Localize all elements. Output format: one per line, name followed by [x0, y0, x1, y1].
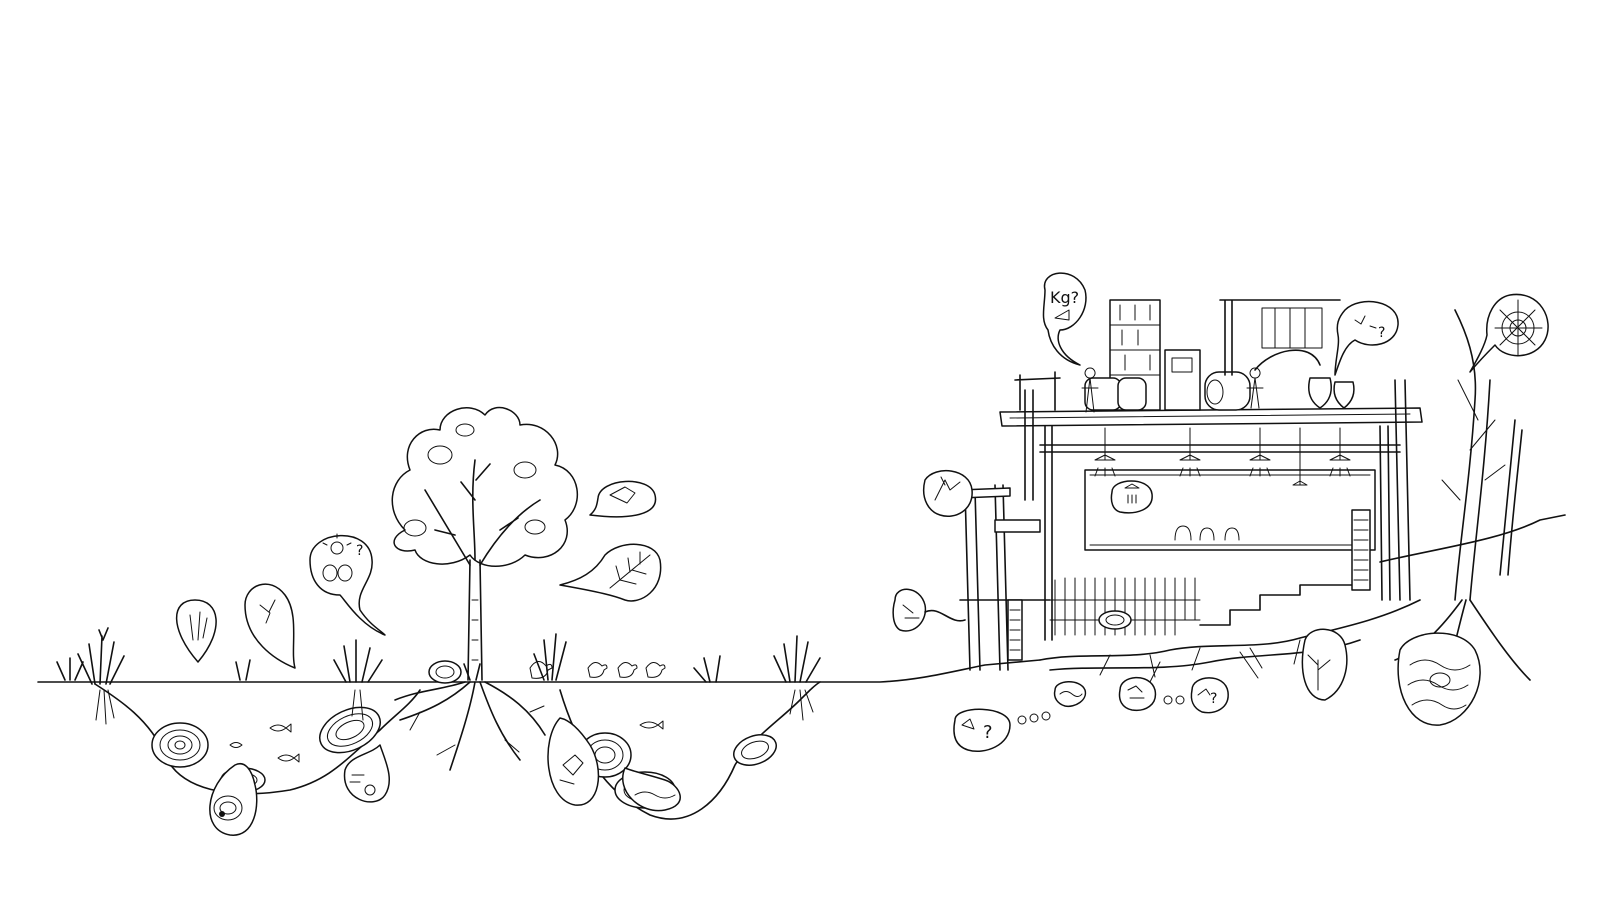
central-tree	[391, 406, 579, 771]
ducks	[529, 661, 666, 679]
thought-bubble-roots-question: ?	[1118, 676, 1229, 714]
bottom-left-question-mark: ?	[983, 722, 993, 743]
thought-bubble-rock	[209, 763, 258, 836]
thought-bubble-larva	[622, 767, 681, 812]
thought-bubble-sprout	[1301, 628, 1348, 701]
thought-bubble-kg: Kg?	[1042, 272, 1087, 366]
platform-structure	[959, 379, 1423, 671]
grass-tufts	[56, 627, 821, 725]
thought-bubble-plants	[175, 599, 217, 663]
thought-bubble-question-left: ?	[953, 708, 1051, 752]
dead-tree	[1394, 309, 1531, 691]
eggs-question-mark: ?	[356, 543, 363, 559]
thought-bubble-roots	[244, 583, 296, 669]
thought-bubble-eggs: ?	[309, 533, 386, 636]
thought-bubble-bird	[589, 480, 657, 518]
rock-section	[428, 660, 462, 684]
thought-bubble-bug	[547, 717, 600, 806]
thought-bubble-bulb	[343, 744, 390, 803]
thought-bubble-spark	[923, 470, 973, 517]
kg-question-label: Kg?	[1050, 288, 1079, 307]
thought-bubble-worm	[1053, 681, 1087, 708]
thought-bubble-grid	[1397, 632, 1481, 726]
roots-question-mark: ?	[1210, 691, 1217, 707]
rock-section	[733, 734, 777, 766]
thought-bubble-ferment: ?	[1334, 300, 1399, 376]
thought-bubble-pipe	[892, 588, 966, 632]
thought-bubble-lamp	[1110, 480, 1153, 514]
rooftop-equipment	[1014, 299, 1355, 413]
fish-icon	[229, 720, 664, 763]
thought-bubble-leaf	[559, 543, 662, 602]
ferment-question-mark: ?	[1378, 325, 1385, 341]
hanging-lamps	[1094, 427, 1351, 486]
thought-bubble-web	[1469, 293, 1549, 373]
rock-section	[151, 722, 209, 768]
rock-section	[319, 706, 381, 754]
